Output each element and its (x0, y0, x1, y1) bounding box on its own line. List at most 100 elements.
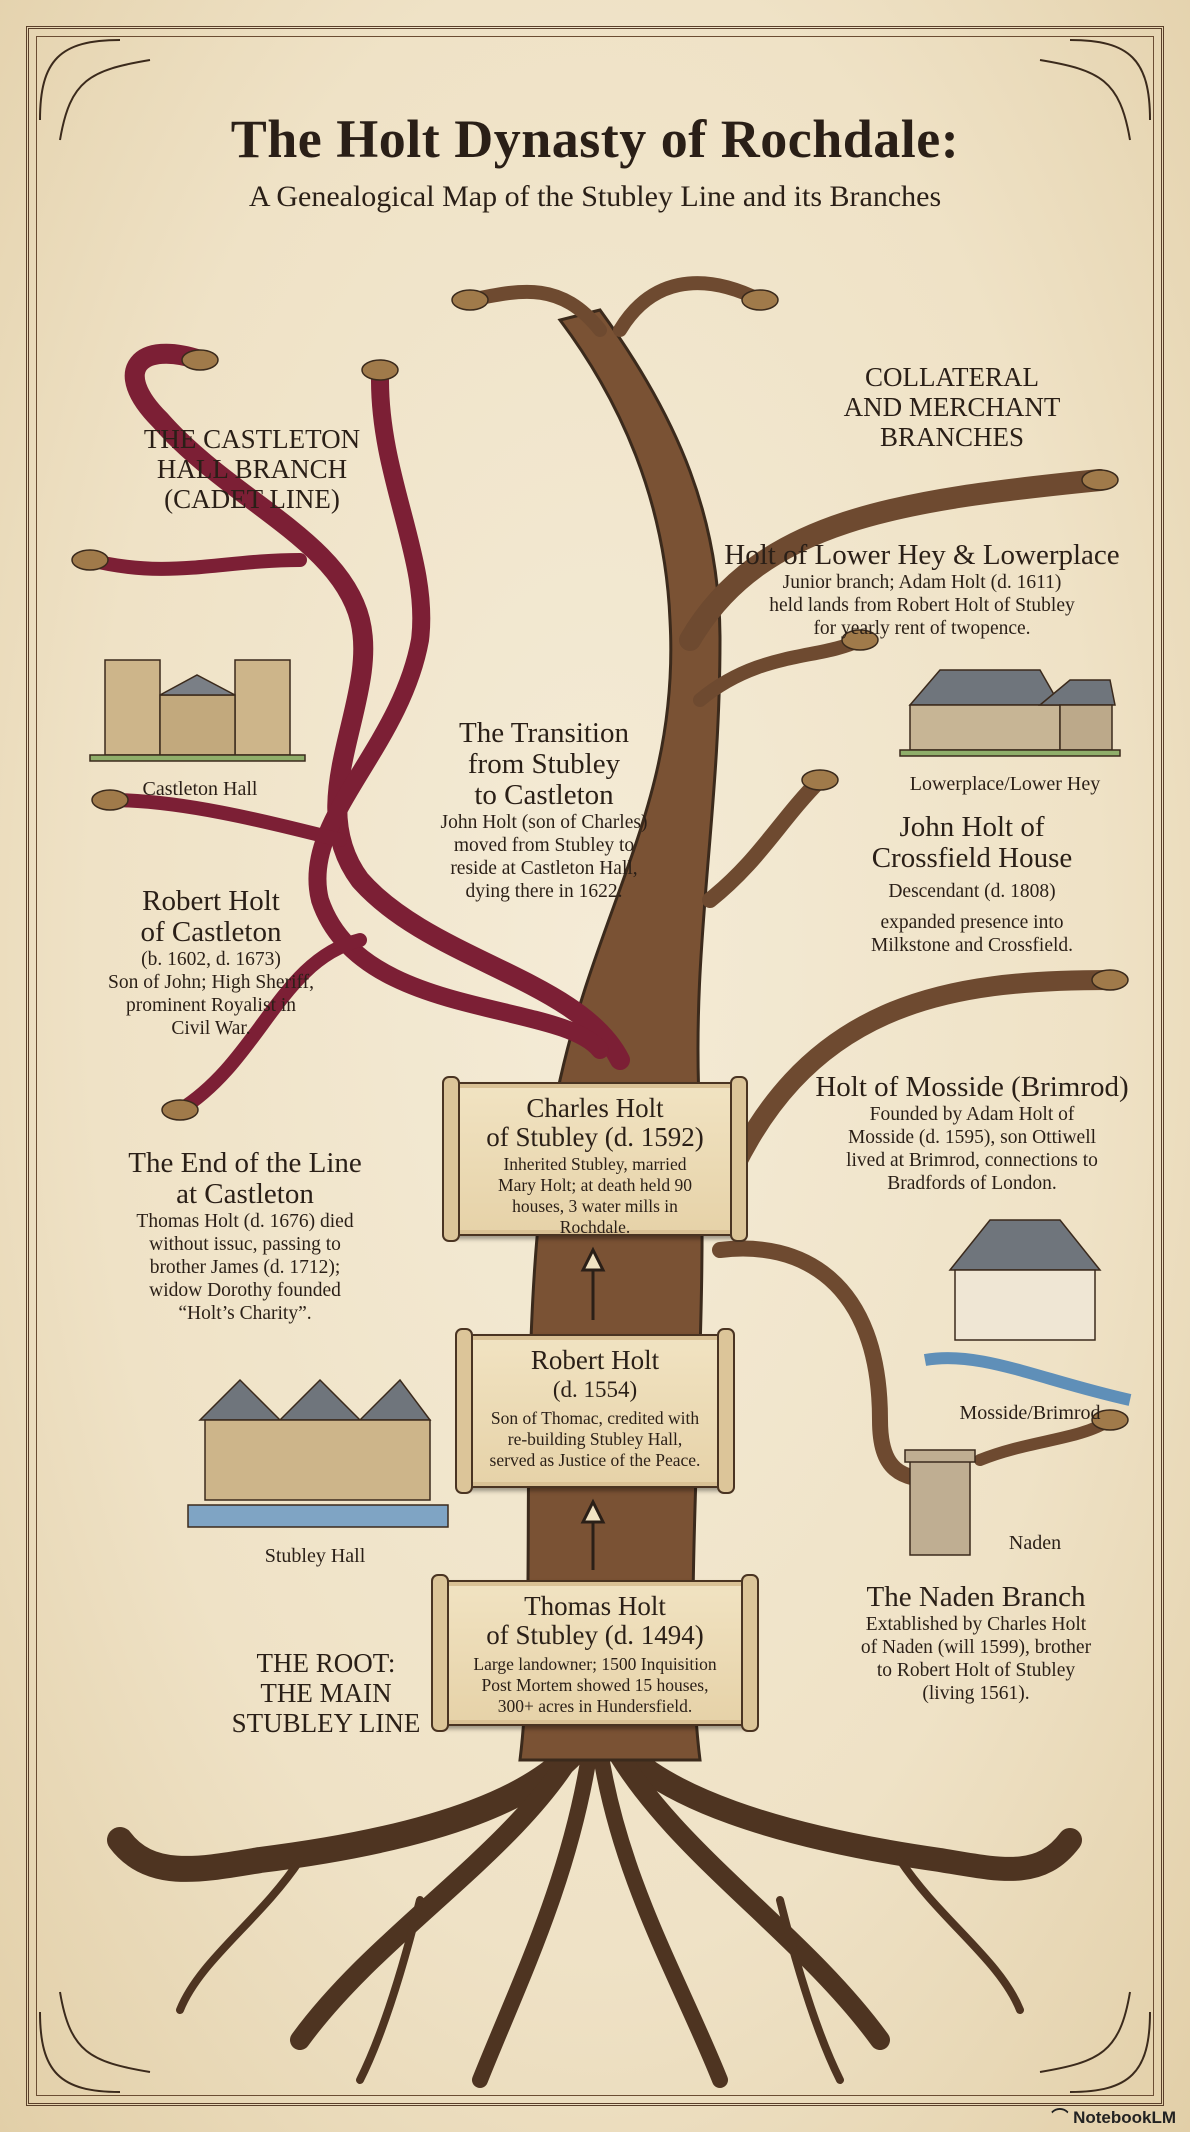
scroll-text: Large landowner; 1500 Inquisition (473, 1654, 717, 1674)
roots (107, 1707, 1082, 2088)
scroll-text: Rochdale. (559, 1217, 631, 1237)
entry-text: moved from Stubley to (453, 835, 635, 856)
entry-text: (living 1561). (922, 1683, 1030, 1704)
scroll-text: Son of Thomac, credited with (490, 1408, 700, 1428)
entry-text: widow Dorothy founded (149, 1280, 341, 1301)
caption-lowerplace: Lowerplace/Lower Hey (909, 773, 1101, 795)
label-line: COLLATERAL (865, 362, 1039, 392)
castleton-branch-label: THE CASTLETON HALL BRANCH (CADET LINE) (112, 424, 392, 514)
entry-text: Founded by Adam Holt of (869, 1104, 1075, 1125)
watermark-text: NotebookLM (1073, 2108, 1176, 2127)
scroll-thomas-holt: Thomas Holt of Stubley (d. 1494) Large l… (431, 1574, 759, 1732)
entry-text: (b. 1602, d. 1673) (141, 949, 281, 970)
entry-robert-castleton: Robert Holt of Castleton (b. 1602, d. 16… (71, 886, 351, 1040)
entry-heading: Holt of Mosside (Brimrod) (815, 1071, 1129, 1103)
entry-text: Extablished by Charles Holt (865, 1614, 1087, 1635)
entry-heading: Robert Holt (142, 885, 280, 917)
inner-border (36, 36, 1154, 2096)
entry-text: lived at Brimrod, connections to (846, 1150, 1098, 1171)
entry-text: to Robert Holt of Stubley (876, 1660, 1076, 1681)
page-subtitle: A Genealogical Map of the Stubley Line a… (248, 180, 942, 213)
entry-text: Junior branch; Adam Holt (d. 1611) (782, 572, 1062, 593)
corner-flourish (1039, 39, 1151, 141)
entry-lower-hey: Holt of Lower Hey & Lowerplace Junior br… (722, 540, 1122, 640)
entry-heading: The Naden Branch (866, 1581, 1086, 1613)
label-line: THE ROOT: (256, 1648, 396, 1678)
label-line: BRANCHES (879, 422, 1025, 452)
entry-text: for yearly rent of twopence. (813, 618, 1031, 639)
label-line: AND MERCHANT (843, 392, 1061, 422)
mosside-house-icon (923, 1219, 1132, 1406)
corner-flourish (39, 1991, 151, 2093)
caption-mosside: Mosside/Brimrod (959, 1402, 1101, 1424)
label-line: (CADET LINE) (164, 484, 340, 514)
entry-mosside: Holt of Mosside (Brimrod) Founded by Ada… (807, 1072, 1137, 1195)
entry-text: John Holt (son of Charles) (440, 812, 648, 833)
entry-crossfield: John Holt of Crossfield House Descendant… (822, 812, 1122, 957)
corner-flourish (39, 39, 151, 141)
entry-text: Milkstone and Crossfield. (870, 935, 1074, 956)
entry-text: “Holt’s Charity”. (178, 1303, 312, 1324)
scroll-text: Post Mortem showed 15 houses, (481, 1675, 709, 1695)
scroll-heading: Charles Holt (526, 1093, 664, 1123)
entry-text: dying there in 1622. (465, 881, 623, 902)
caption-stubley-hall: Stubley Hall (264, 1545, 366, 1567)
lowerplace-house-icon (899, 669, 1121, 757)
castleton-cadet-branch (83, 343, 630, 1117)
entry-text: expanded presence into (880, 912, 1064, 933)
scroll-text: Mary Holt; at death held 90 (498, 1175, 692, 1195)
scroll-text: Inherited Stubley, married (503, 1154, 687, 1174)
label-line: STUBLEY LINE (231, 1708, 421, 1738)
scroll-text: served as Justice of the Peace. (489, 1450, 701, 1470)
entry-text: reside at Castleton Hall, (450, 858, 638, 879)
castleton-hall-icon (89, 659, 306, 762)
label-line: THE CASTLETON (143, 424, 361, 454)
label-line: THE MAIN (260, 1678, 392, 1708)
entry-end-of-line: The End of the Line at Castleton Thomas … (95, 1148, 395, 1325)
caption-castleton-hall: Castleton Hall (142, 778, 258, 800)
entry-text: Descendant (d. 1808) (888, 881, 1056, 902)
scroll-heading: of Stubley (d. 1592) (486, 1122, 704, 1152)
entry-transition: The Transition from Stubley to Castleton… (384, 718, 704, 903)
entry-text: without issuc, passing to (149, 1234, 341, 1255)
scroll-robert-holt: Robert Holt (d. 1554) Son of Thomac, cre… (455, 1328, 735, 1494)
tree-trunk (518, 308, 722, 1762)
stubley-hall-icon (187, 1378, 449, 1528)
corner-flourish (1039, 1991, 1151, 2093)
lineage-arrows (580, 1246, 606, 1570)
scroll-heading: Robert Holt (530, 1345, 660, 1375)
notebooklm-watermark: ⌒ NotebookLM (1051, 2108, 1176, 2127)
entry-heading: Crossfield House (871, 842, 1073, 874)
root-label: THE ROOT: THE MAIN STUBLEY LINE (196, 1648, 456, 1738)
entry-text: held lands from Robert Holt of Stubley (769, 595, 1075, 616)
label-line: HALL BRANCH (156, 454, 348, 484)
scroll-heading: of Stubley (d. 1494) (486, 1620, 704, 1650)
caption-naden: Naden (1008, 1532, 1062, 1554)
ornate-border (26, 26, 1164, 2106)
scroll-heading: Thomas Holt (524, 1591, 666, 1621)
entry-text: Son of John; High Sheriff, (107, 972, 315, 993)
entry-heading: Holt of Lower Hey & Lowerplace (724, 539, 1120, 571)
entry-heading: to Castleton (474, 779, 614, 811)
entry-heading: John Holt of (899, 811, 1045, 843)
entry-text: prominent Royalist in (125, 995, 297, 1016)
scroll-heading: (d. 1554) (552, 1377, 638, 1402)
entry-text: Civil War. (171, 1018, 251, 1039)
entry-text: Mosside (d. 1595), son Ottiwell (847, 1127, 1097, 1148)
entry-text: of Naden (will 1599), brother (860, 1637, 1092, 1658)
entry-heading: at Castleton (176, 1178, 314, 1210)
scroll-text: 300+ acres in Hundersfield. (497, 1696, 693, 1716)
scroll-charles-holt: Charles Holt of Stubley (d. 1592) Inheri… (442, 1076, 748, 1242)
entry-text: Thomas Holt (d. 1676) died (136, 1211, 354, 1232)
scroll-text: re-building Stubley Hall, (507, 1429, 683, 1449)
collateral-branches-label: COLLATERAL AND MERCHANT BRANCHES (812, 362, 1092, 452)
entry-text: Bradfords of London. (887, 1173, 1057, 1194)
scroll-text: houses, 3 water mills in (512, 1196, 678, 1216)
entry-heading: The Transition (459, 717, 629, 749)
oak-leaves (71, 289, 1129, 1431)
naden-tower-icon (904, 1449, 976, 1556)
entry-heading: from Stubley (467, 748, 621, 780)
page-title: The Holt Dynasty of Rochdale: (230, 109, 960, 169)
entry-heading: The End of the Line (128, 1147, 362, 1179)
